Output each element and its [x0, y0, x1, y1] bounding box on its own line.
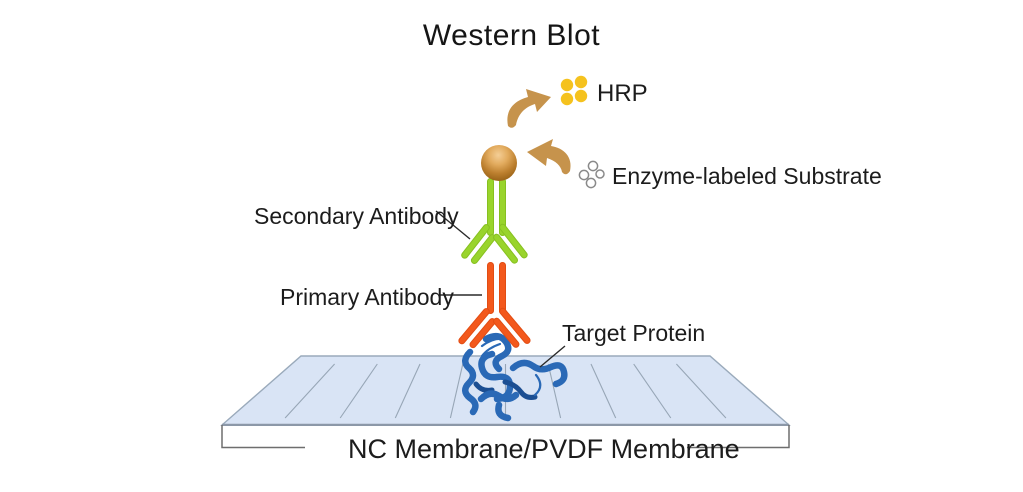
- secondary-antibody-leader-line: [435, 210, 471, 240]
- secondary-antibody: [450, 143, 550, 273]
- primary-antibody: [450, 255, 550, 365]
- secondary-antibody-label: Secondary Antibody: [254, 203, 459, 229]
- membrane-lane-line: [633, 363, 672, 419]
- membrane-lane-line: [547, 363, 562, 419]
- substrate-molecules-icon: [578, 160, 605, 189]
- primary-antibody-label: Primary Antibody: [280, 284, 454, 310]
- membrane-lanes: [284, 363, 727, 419]
- enzyme-sphere-icon: [481, 145, 517, 181]
- primary-antibody-stem-bar: [487, 262, 494, 314]
- membrane-lane-line: [590, 363, 617, 419]
- hrp-label: HRP: [597, 80, 648, 107]
- diagram-title: Western Blot: [422, 19, 601, 52]
- secondary-antibody-stem-bar: [487, 178, 494, 236]
- membrane-lane-line: [449, 363, 464, 419]
- membrane-lane-line: [394, 363, 421, 419]
- membrane-front-right-border: [687, 425, 790, 449]
- enzyme-substrate-label: Enzyme-labeled Substrate: [612, 163, 882, 189]
- target-protein-label: Target Protein: [562, 320, 706, 346]
- membrane: [220, 355, 791, 449]
- target-protein-icon: [462, 332, 568, 422]
- membrane-lane-line: [284, 363, 336, 419]
- primary-antibody-stem-bar: [499, 262, 506, 314]
- membrane-label: NC Membrane/PVDF Membrane: [340, 433, 740, 466]
- curved-arrow-up-right-icon: [507, 89, 551, 128]
- target-protein-leader-line: [539, 345, 566, 368]
- membrane-lane-line: [339, 363, 378, 419]
- membrane-lane-line: [675, 363, 727, 419]
- curved-arrow-up-left-icon: [527, 139, 571, 175]
- membrane-front-left-border: [221, 425, 305, 449]
- secondary-antibody-stem-bar: [499, 178, 506, 236]
- hrp-molecules-icon: [560, 75, 588, 106]
